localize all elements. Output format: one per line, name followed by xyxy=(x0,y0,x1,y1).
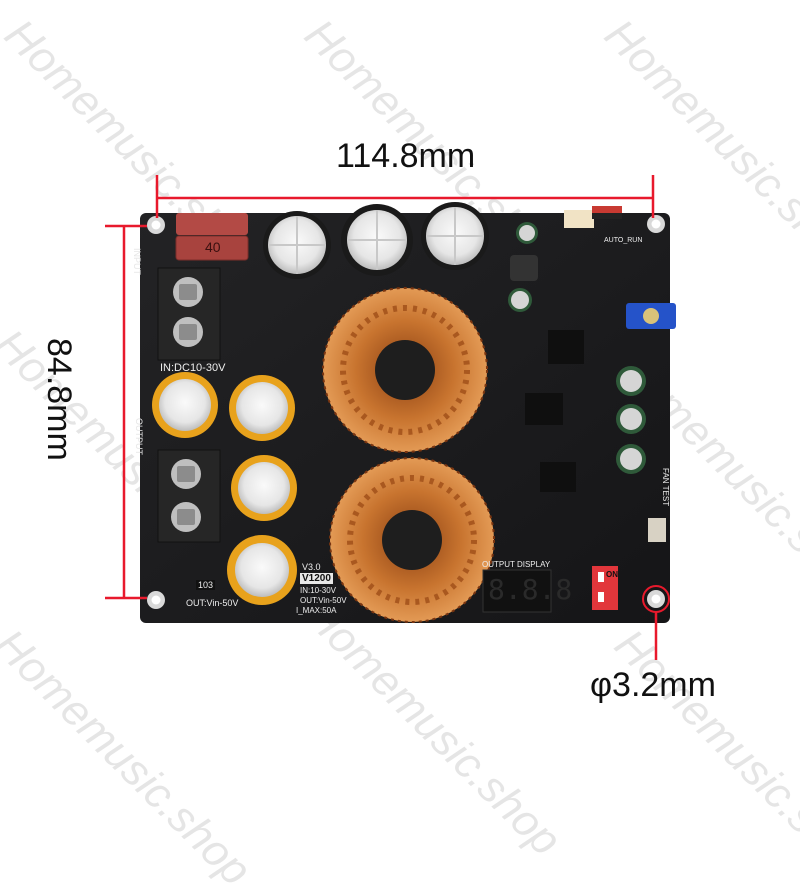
output-header-label: OUTPUT xyxy=(134,418,144,455)
fan-test-label: FAN TEST xyxy=(661,468,670,507)
input-terminal-block xyxy=(157,267,221,361)
fan-connector xyxy=(564,206,622,228)
dimension-line-width xyxy=(155,175,655,218)
ic-chip xyxy=(548,330,584,364)
spec-input-label: IN:10-30V xyxy=(300,586,337,595)
small-capacitor xyxy=(616,404,646,434)
capacitor-output-4 xyxy=(227,535,297,605)
seven-segment-display xyxy=(482,569,552,613)
input-voltage-label: IN:DC10-30V xyxy=(160,362,226,374)
toroid-inductor-top xyxy=(322,287,488,453)
ic-chip xyxy=(540,462,576,492)
version-label: V3.0 xyxy=(302,562,321,572)
resistor-code-label: 103 xyxy=(196,580,216,590)
width-dimension-label: 114.8mm xyxy=(336,137,476,175)
output-display-label: OUTPUT DISPLAY xyxy=(482,560,551,569)
fan-test-button xyxy=(648,518,666,542)
small-capacitor xyxy=(616,366,646,396)
display-digits: 8.8.8 xyxy=(488,573,573,606)
capacitor-output-2 xyxy=(229,375,295,441)
dip-switch xyxy=(592,566,618,610)
capacitor-top-3 xyxy=(421,202,489,270)
spec-imax-label: I_MAX:50A xyxy=(296,606,337,615)
model-label: V1200 xyxy=(300,573,333,584)
ic-chip xyxy=(525,393,563,425)
capacitor-top-2 xyxy=(341,204,413,276)
capacitor-output-1 xyxy=(152,372,218,438)
small-capacitor xyxy=(508,288,532,312)
capacitor-top-1 xyxy=(263,211,331,279)
mounting-hole-top-right xyxy=(647,215,665,233)
auto-run-label: AUTO_RUN xyxy=(604,237,643,244)
height-dimension-label: 84.8mm xyxy=(40,338,78,461)
mounting-hole-bottom-left xyxy=(147,591,165,609)
toroid-inductor-bottom xyxy=(329,457,495,623)
small-capacitor xyxy=(616,444,646,474)
board-illustration xyxy=(105,175,676,660)
dip-on-label: ON xyxy=(606,570,618,579)
capacitor-output-3 xyxy=(231,455,297,521)
output-spec-bottom-label: OUT:Vin-50V xyxy=(186,598,239,608)
input-header-label: INPUT xyxy=(132,248,142,275)
output-terminal-block xyxy=(157,449,221,543)
dimension-line-height xyxy=(105,224,147,600)
fuse xyxy=(175,213,249,261)
small-capacitor xyxy=(516,222,538,244)
mounting-hole-top-left xyxy=(147,216,165,234)
smd-inductor xyxy=(510,255,538,281)
hole-dimension-label: φ3.2mm xyxy=(590,666,716,704)
fuse-value-label: 40 xyxy=(205,239,221,255)
spec-output-label: OUT:Vin-50V xyxy=(300,596,347,605)
